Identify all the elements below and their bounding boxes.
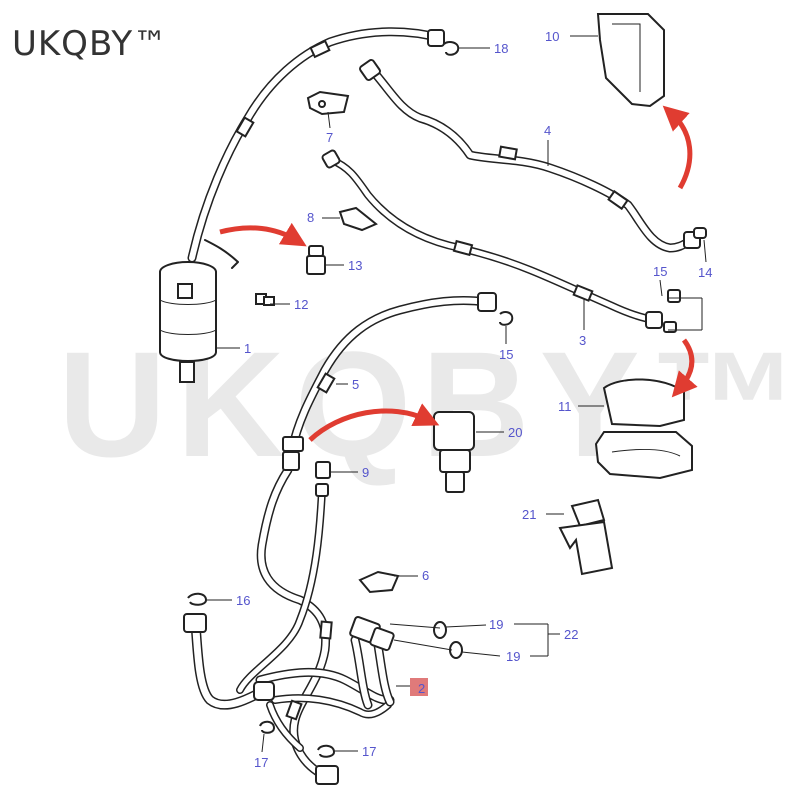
pipe-fittings [183,29,701,785]
drier-bracket [204,239,239,269]
callout-15-lower: 15 [499,347,513,362]
callout-22: 22 [564,627,578,642]
callout-7: 7 [326,130,333,145]
callout-10: 10 [545,29,559,44]
callout-17-right: 17 [362,744,376,759]
drier-outlet-pipe [187,27,445,263]
o-ring-14 [693,227,707,239]
callout-9: 9 [362,465,369,480]
callout-20: 20 [508,425,522,440]
callout-18: 18 [494,41,508,56]
pipe-3 [328,156,659,324]
clip-15-upper [663,289,681,333]
callout-19-upper: 19 [489,617,503,632]
callouts: 1 2 3 4 5 6 7 8 9 10 11 12 13 14 15 15 1… [236,29,712,770]
clip-8 [338,206,378,232]
grommet-11 [594,378,693,480]
callout-3: 3 [579,333,586,348]
pipe-5 [287,295,491,455]
brand-logo: UKQBY™ [12,24,169,64]
fitting-9 [315,461,331,497]
callout-6: 6 [422,568,429,583]
callout-12: 12 [294,297,308,312]
callout-16: 16 [236,593,250,608]
callout-4: 4 [544,123,551,138]
callout-14: 14 [698,265,712,280]
highlight-marker-2 [410,678,428,696]
callout-2: 2 [418,681,425,696]
leader-lines [206,35,707,753]
valve-13 [306,245,326,275]
red-arrows [219,105,698,442]
callout-11: 11 [558,399,572,414]
callout-5: 5 [352,377,359,392]
pipe-joints [235,39,629,721]
receiver-drier [159,261,217,383]
clamp-21 [558,498,614,576]
callout-19-lower: 19 [506,649,520,664]
bracket-7 [306,90,350,116]
mount-10 [596,13,665,108]
callout-13: 13 [348,258,362,273]
callout-21: 21 [522,507,536,522]
suction-pipe [256,465,331,777]
pipe-9-line [236,486,326,694]
callout-15-upper: 15 [653,264,667,279]
bolt-12 [255,293,275,306]
o-rings-19 [433,621,463,659]
callout-1: 1 [244,341,251,356]
pressure-switch-20 [433,411,475,493]
bracket-6 [358,570,400,594]
lower-pipe-bundle [191,625,395,752]
callout-8: 8 [307,210,314,225]
pipe-4 [367,65,697,253]
callout-17-left: 17 [254,755,268,770]
